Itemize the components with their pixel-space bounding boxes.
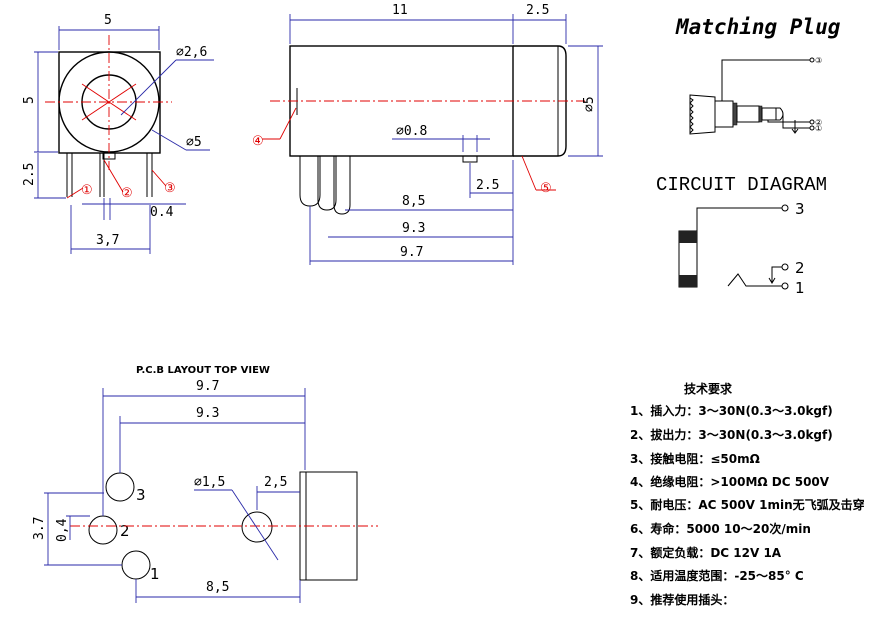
side-pin-1 bbox=[299, 156, 321, 207]
front-diag-2 bbox=[81, 83, 137, 121]
dim-side-length: 11 bbox=[392, 3, 408, 18]
plug-wire-3 bbox=[721, 59, 810, 101]
dim-front-hole: ⌀2,6 bbox=[176, 45, 207, 60]
spec-item-3: 3、接触电阻：≤50mΩ bbox=[630, 451, 760, 466]
specs-block: 技术要求 1、插入力：3～30N(0.3～3.0kgf) 2、拔出力：3～30N… bbox=[630, 381, 865, 607]
dim-pcb-d2: 9.3 bbox=[196, 406, 219, 421]
pcb-pin-2: 2 bbox=[120, 522, 130, 540]
front-pin-3: ③ bbox=[164, 181, 176, 196]
dim-pcb-hole: ⌀1,5 bbox=[194, 475, 225, 490]
spec-item-8: 8、适用温度范围：-25～85° C bbox=[630, 568, 804, 583]
pcb-peg-hole bbox=[241, 511, 273, 543]
pcb-title: P.C.B LAYOUT TOP VIEW bbox=[136, 365, 270, 376]
dim-front-width: 5 bbox=[104, 13, 112, 28]
dim-side-peg-offset: 2.5 bbox=[476, 178, 499, 193]
dim-pcb-peg-offset: 2,5 bbox=[264, 475, 287, 490]
dim-front-height: 5 bbox=[22, 96, 37, 104]
side-pin-2 bbox=[317, 156, 337, 211]
pcb-hole-1 bbox=[121, 550, 151, 580]
spec-item-4: 4、绝缘电阻：>100MΩ DC 500V bbox=[630, 474, 830, 489]
pcb-pin-3: 3 bbox=[136, 486, 146, 504]
circuit-node-1 bbox=[781, 282, 789, 290]
dim-side-d3: 9.7 bbox=[400, 245, 423, 260]
dim-front-leg: 2.5 bbox=[22, 163, 37, 186]
plug-tip bbox=[776, 107, 784, 121]
dim-pcb-h: 3.7 bbox=[32, 517, 47, 540]
side-callout-4: ④ bbox=[252, 134, 264, 149]
pcb-layout: P.C.B LAYOUT TOP VIEW 3 2 1 9.7 9.3 ⌀1,5… bbox=[32, 365, 378, 603]
side-view: 11 2.5 ⌀5 ⌀0.8 2.5 8,5 9.3 9.7 ④ bbox=[252, 3, 603, 265]
matching-plug: Matching Plug ③ ② ① bbox=[675, 15, 841, 135]
dim-pcb-off: 0,4 bbox=[55, 518, 70, 542]
dim-front-pitch: 3,7 bbox=[96, 233, 119, 248]
dim-side-diameter: ⌀5 bbox=[582, 96, 597, 112]
circuit-node-2 bbox=[781, 263, 789, 271]
plug-wire-1 bbox=[782, 114, 810, 129]
side-peg bbox=[462, 155, 478, 163]
spec-item-6: 6、寿命：5000 10～20次/min bbox=[630, 521, 811, 536]
plug-handle bbox=[689, 94, 716, 135]
dim-pcb-d1: 9.7 bbox=[196, 379, 219, 394]
spec-item-9: 9、推荐使用插头： bbox=[630, 592, 734, 607]
spec-item-2: 2、拔出力：3～30N(0.3～3.0kgf) bbox=[630, 427, 833, 442]
circuit-node-3 bbox=[781, 204, 789, 212]
dim-front-outer: ⌀5 bbox=[186, 135, 202, 150]
plug-sleeve bbox=[714, 100, 734, 128]
dim-side-tip: 2.5 bbox=[526, 3, 549, 18]
pcb-pin-1: 1 bbox=[150, 565, 160, 583]
plug-ring-1 bbox=[732, 102, 738, 126]
plug-terminal-1: ① bbox=[815, 124, 822, 133]
plug-terminal-3: ③ bbox=[815, 56, 822, 65]
circuit-wire-1 bbox=[727, 273, 782, 287]
circuit-pin-2: 2 bbox=[795, 259, 805, 277]
plug-wire-2 bbox=[767, 120, 810, 123]
spec-item-5: 5、耐电压：AC 500V 1min无飞弧及击穿 bbox=[630, 497, 865, 512]
plug-ring-body bbox=[736, 105, 760, 123]
circuit-diagram: CIRCUIT DIAGRAM 3 1 2 bbox=[656, 174, 827, 297]
spec-item-7: 7、额定负载：DC 12V 1A bbox=[630, 545, 782, 560]
front-pin-2: ② bbox=[121, 186, 133, 201]
dim-front-offset: 0.4 bbox=[150, 205, 174, 220]
circuit-wire-2 bbox=[771, 266, 782, 282]
front-peg bbox=[102, 152, 116, 160]
circuit-pin-1: 1 bbox=[795, 279, 805, 297]
leader-outer bbox=[151, 129, 187, 151]
leader-hole bbox=[120, 59, 177, 116]
side-pin-3 bbox=[333, 156, 351, 215]
dim-side-d2: 9.3 bbox=[402, 221, 425, 236]
leader-pcb-hole bbox=[231, 489, 279, 561]
plug-terminal-2: ② bbox=[815, 118, 822, 127]
circuit-wire-3 bbox=[696, 207, 782, 231]
dim-side-d1: 8,5 bbox=[402, 194, 425, 209]
pcb-hole-3 bbox=[105, 472, 135, 502]
circuit-title: CIRCUIT DIAGRAM bbox=[656, 174, 827, 196]
spec-item-1: 1、插入力：3～30N(0.3～3.0kgf) bbox=[630, 403, 833, 418]
front-pin-1: ① bbox=[81, 183, 93, 198]
pcb-hole-2 bbox=[88, 515, 118, 545]
circuit-pin-3: 3 bbox=[795, 200, 805, 218]
side-callout-5: ⑤ bbox=[540, 181, 552, 196]
front-view: 5 5 2.5 ⌀2,6 ⌀5 0.4 3,7 ① ② ③ bbox=[22, 13, 214, 254]
dim-side-peg: ⌀0.8 bbox=[396, 124, 427, 139]
plug-title: Matching Plug bbox=[675, 15, 841, 39]
dim-pcb-d3: 8,5 bbox=[206, 580, 229, 595]
specs-title: 技术要求 bbox=[684, 381, 733, 396]
